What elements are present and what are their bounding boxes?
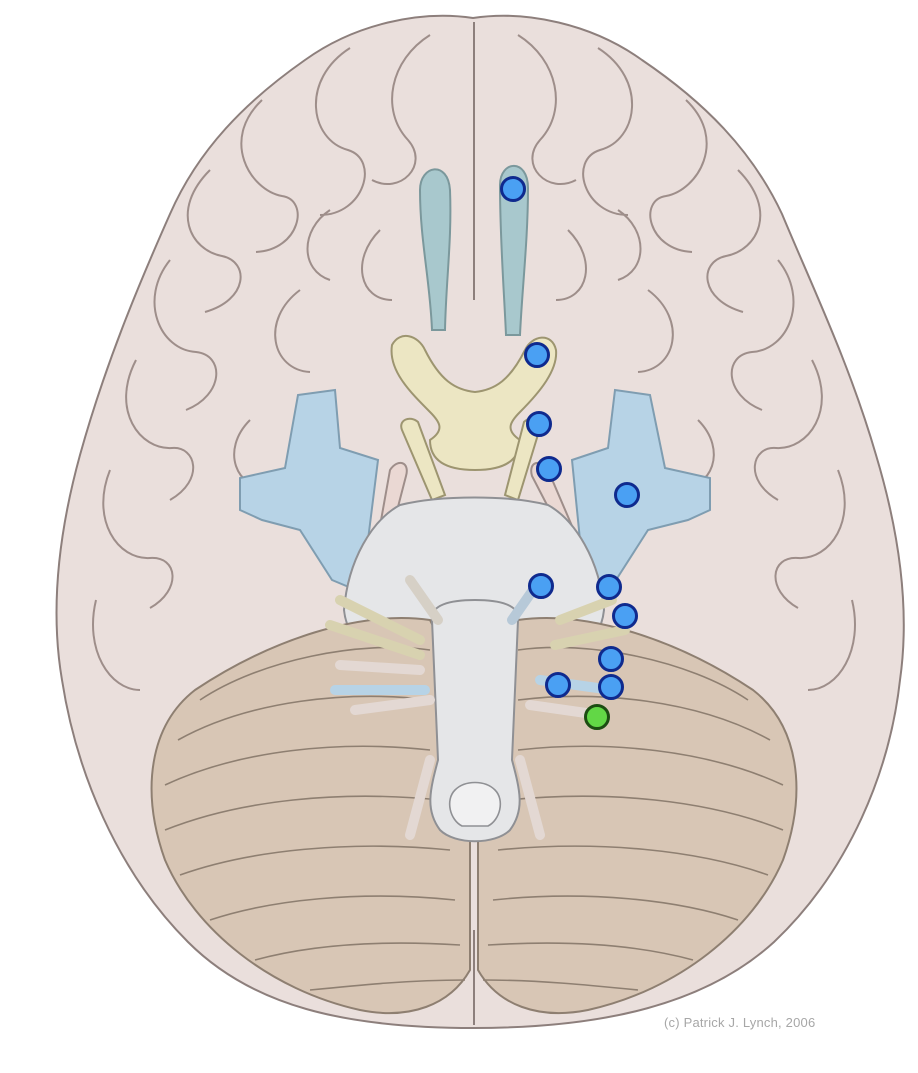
- gyri-left: [92, 34, 431, 691]
- blue-marker[interactable]: [598, 674, 624, 700]
- blue-marker[interactable]: [524, 342, 550, 368]
- vessel-left: [239, 388, 380, 592]
- optic-chiasm: [390, 335, 558, 472]
- blue-marker[interactable]: [500, 176, 526, 202]
- olfactory-tract-left: [418, 168, 452, 331]
- blue-marker[interactable]: [598, 646, 624, 672]
- blue-marker[interactable]: [612, 603, 638, 629]
- blue-marker[interactable]: [545, 672, 571, 698]
- blue-marker[interactable]: [596, 574, 622, 600]
- blue-marker[interactable]: [526, 411, 552, 437]
- green-marker[interactable]: [584, 704, 610, 730]
- olfactory-tract-right: [498, 164, 530, 336]
- blue-marker[interactable]: [614, 482, 640, 508]
- spinal-cord-section: [448, 781, 502, 827]
- credit-text: (c) Patrick J. Lynch, 2006: [664, 1015, 816, 1030]
- blue-marker[interactable]: [528, 573, 554, 599]
- optic-tract-left: [400, 417, 447, 502]
- medulla: [429, 598, 521, 843]
- blue-marker[interactable]: [536, 456, 562, 482]
- gyri-right: [517, 34, 856, 691]
